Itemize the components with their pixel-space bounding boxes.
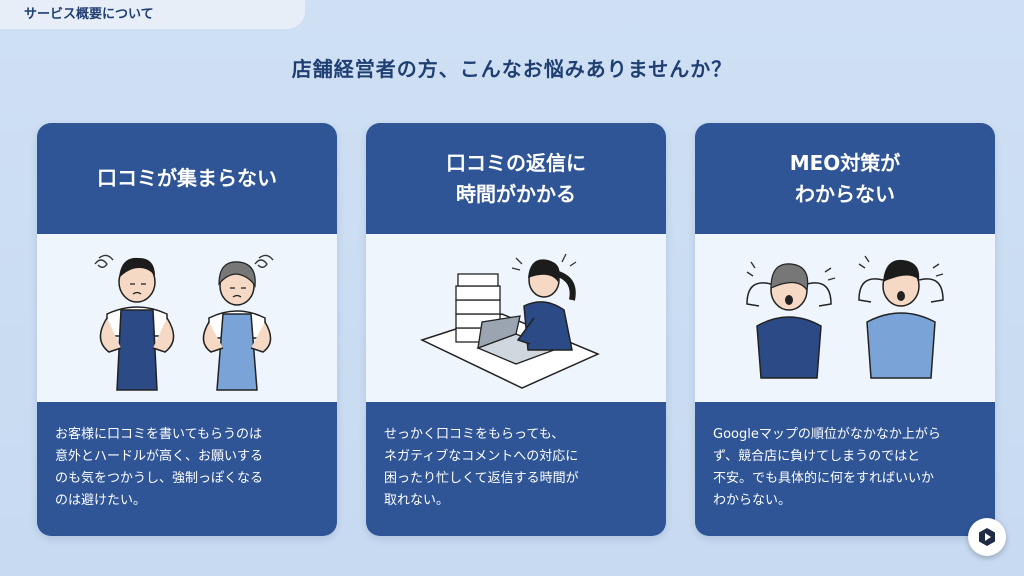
page-title: 店舗経営者の方、こんなお悩みありませんか？ (291, 57, 733, 81)
problem-card-meo: MEO対策が わからない (695, 123, 995, 536)
card-description: お客様に口コミを書いてもらうのは 意外とハードルが高く、お願いする のも気をつか… (55, 427, 264, 508)
two-worried-staff-illustration (37, 234, 337, 402)
play-logo-icon[interactable] (968, 518, 1006, 556)
card-description: せっかく口コミをもらっても、 ネガティブなコメントへの対応に 困ったり忙しくて返… (384, 427, 579, 508)
section-label: サービス概要について (0, 0, 305, 29)
card-description: Googleマップの順位がなかなか上がら ず、競合店に負けてしまうのではと 不安… (713, 427, 941, 508)
confused-people-illustration (695, 234, 995, 402)
card-title: 口コミの返信に 時間がかかる (446, 150, 586, 206)
problem-card-replies: 口コミの返信に 時間がかかる (366, 123, 666, 536)
card-title: 口コミが集まらない (97, 166, 277, 190)
problem-card-reviews: 口コミが集まらない (37, 123, 337, 536)
card-title: MEO対策が わからない (789, 150, 901, 206)
overworked-laptop-illustration (366, 234, 666, 402)
